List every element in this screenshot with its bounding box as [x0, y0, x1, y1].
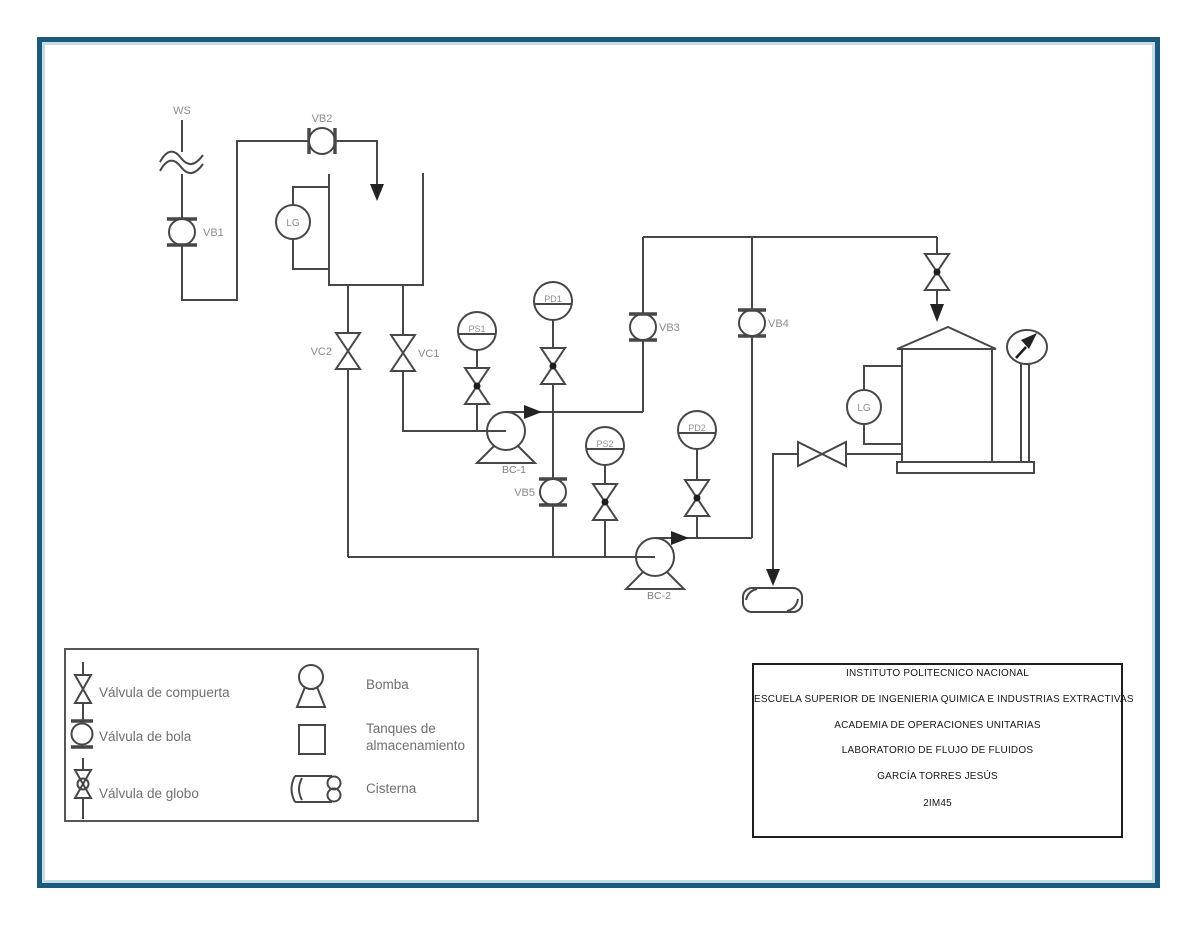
ps1-label: PS1: [468, 324, 485, 334]
legend-gate-valve-label: Válvula de compuerta: [99, 685, 230, 700]
lg2-label: LG: [857, 403, 871, 414]
legend-ball-valve-icon: [70, 719, 94, 749]
pd2-label: PD2: [688, 423, 706, 433]
pressure-gauge-pd2: PD2: [677, 410, 717, 538]
title-laboratory: LABORATORIO DE FLUJO DE FLUIDOS: [841, 745, 1034, 756]
pipe-break-icon: [159, 150, 204, 165]
legend-storage-tank-label: Tanques de almacenamiento: [366, 721, 466, 753]
bc2-label: BC-2: [647, 590, 671, 602]
ball-valve-vb1: VB1: [167, 217, 224, 247]
title-academy: ACADEMIA DE OPERACIONES UNITARIAS: [834, 720, 1041, 731]
pressure-gauge-ps2: PS2: [585, 426, 625, 557]
title-school: ESCUELA SUPERIOR DE INGENIERIA QUIMICA E…: [754, 694, 1134, 705]
cistern: [742, 587, 803, 613]
vb2-label: VB2: [312, 113, 333, 125]
title-group: 2IM45: [923, 798, 952, 809]
gate-valve-vc2: VC2: [311, 285, 362, 557]
title-block: INSTITUTO POLITECNICO NACIONAL ESCUELA S…: [752, 663, 1134, 838]
globe-valve-tank2-feed: [923, 237, 951, 322]
arrow-into-tank1-icon: [370, 184, 384, 201]
ball-valve-vb2: VB2: [307, 113, 337, 155]
vb5-label: VB5: [514, 487, 535, 499]
pipe-to-tank1: [335, 140, 378, 184]
flow-arrow-bc1-icon: [524, 405, 542, 419]
legend-box: Válvula de compuerta Válvula de bola Vál…: [64, 648, 479, 822]
drain-gate-valve: [766, 440, 902, 586]
pd1-label: PD1: [544, 294, 562, 304]
pressure-gauge-pd1: PD1: [533, 281, 573, 412]
water-supply-line: WS: [159, 105, 204, 219]
legend-gate-valve-icon: [73, 662, 93, 720]
legend-globe-valve-label: Válvula de globo: [99, 786, 199, 801]
arrow-into-cistern-icon: [766, 569, 780, 586]
level-gauge-tank2: LG: [846, 365, 902, 445]
legend-globe-valve-icon: [73, 758, 93, 819]
legend-storage-tank-icon: [298, 724, 326, 755]
vb1-label: VB1: [203, 227, 224, 239]
ball-valve-vb3: VB3: [629, 237, 680, 412]
pipe-supply-elbow: [181, 140, 309, 301]
bc1-label: BC-1: [502, 464, 526, 476]
pressure-gauge-ps1: PS1: [457, 311, 497, 431]
legend-ball-valve-label: Válvula de bola: [99, 729, 192, 744]
ball-valve-vb5: VB5: [514, 412, 567, 557]
flow-arrow-bc2-icon: [671, 531, 689, 545]
title-author: GARCÍA TORRES JESÚS: [877, 771, 998, 782]
arrow-into-tank2-icon: [930, 304, 944, 322]
diagram-frame: [37, 37, 1160, 888]
pump-bc2: BC-2: [623, 537, 687, 602]
ball-valve-vb4: VB4: [738, 237, 789, 538]
level-gauge-tank1: LG: [275, 186, 329, 270]
vc1-label: VC1: [418, 348, 439, 360]
vc2-label: VC2: [311, 346, 332, 358]
gate-valve-vc1: VC1: [389, 285, 487, 432]
title-institution: INSTITUTO POLITECNICO NACIONAL: [845, 668, 1030, 679]
vb3-label: VB3: [659, 322, 680, 334]
gauge-needle-icon: [1015, 346, 1027, 359]
lg1-label: LG: [286, 218, 300, 229]
storage-tank-1: [328, 173, 424, 286]
vb4-label: VB4: [768, 318, 789, 330]
legend-pump-label: Bomba: [366, 677, 409, 692]
pump-bc1: BC-1: [474, 411, 538, 476]
legend-pump-icon: [295, 664, 327, 708]
ps2-label: PS2: [596, 439, 613, 449]
dial-gauge: [1006, 329, 1048, 462]
legend-cistern-icon: [290, 775, 342, 803]
legend-cistern-label: Cisterna: [366, 781, 417, 796]
ws-label: WS: [173, 105, 191, 117]
